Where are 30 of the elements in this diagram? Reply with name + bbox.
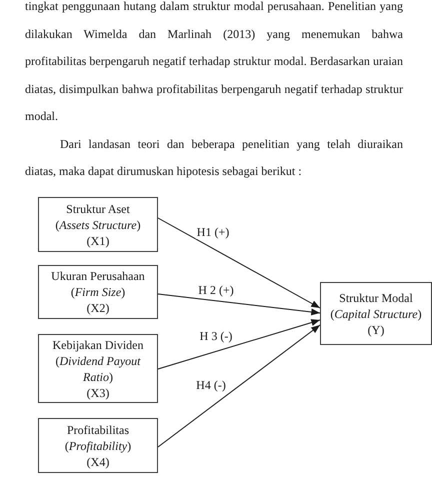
edge-label: H 3 (-)	[198, 329, 234, 343]
node-title: Struktur Modal	[339, 290, 413, 306]
node-code: (X2)	[86, 300, 110, 316]
paragraph: Dari landasan teori dan beberapa penelitian yang telah diuraikan diatas, maka dapat dirumuskan hipotesis sebagai berikut :	[25, 136, 403, 180]
variable-box	[38, 418, 158, 473]
node-code: (X3)	[86, 384, 110, 400]
variable-box	[38, 197, 158, 252]
node-title: Ukuran Perusahaan	[51, 268, 145, 284]
arrow	[158, 294, 320, 316]
node-title: Kebijakan Dividen	[52, 336, 144, 352]
arrow	[158, 324, 320, 448]
node-text: (Firm Size)	[70, 284, 126, 300]
variable-box	[38, 334, 158, 403]
paragraph: tingkat penggunaan hutang dalam struktur modal perusahaan. Penelitian yang dilakukan Wimelda dan Marlinah (2013) yang menemukan bahwa profitabilitas berpengaruh negatif terhadap struktur modal. Berdasarkan uraian diatas, disimpulkan bahwa profitabilitas berpengaruh negatif terhadap struktur modal.	[25, 0, 403, 125]
node-text: (Profitability)	[64, 438, 132, 454]
edge-label: H1 (+)	[196, 225, 230, 239]
node-text: (Dividend Payout Ratio)	[54, 352, 142, 384]
node-title: Profitabilitas	[67, 422, 129, 438]
node-code: (X4)	[86, 454, 110, 470]
edge-label: H4 (-)	[195, 378, 227, 392]
node-code: (X1)	[86, 232, 110, 248]
variable-box	[38, 265, 158, 319]
node-text: (Assets Structure)	[55, 216, 141, 232]
node-title: Struktur Aset	[66, 200, 130, 216]
variable-box	[320, 282, 432, 345]
node-code: (Y)	[368, 322, 384, 338]
node-text: (Capital Structure)	[330, 306, 422, 322]
arrow	[158, 319, 320, 370]
edge-label: H 2 (+)	[197, 283, 235, 297]
arrow	[158, 218, 320, 308]
